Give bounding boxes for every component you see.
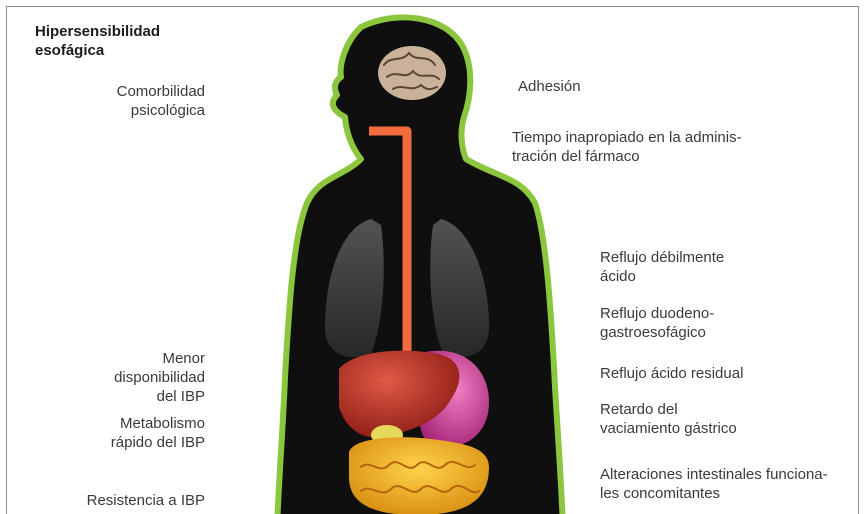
brain (378, 46, 446, 100)
figure-title: Hipersensibilidad esofágica (35, 22, 160, 60)
label-menor-disponibilidad: Menor disponibilidad del IBP (114, 349, 205, 406)
label-alteraciones-intestinales: Alteraciones intestinales funciona- les … (600, 465, 828, 503)
figure-frame: Hipersensibilidad esofágica Comorbilidad… (6, 6, 859, 514)
label-reflujo-acido-residual: Reflujo ácido residual (600, 364, 743, 383)
label-reflujo-debilmente-acido: Reflujo débilmente ácido (600, 248, 724, 286)
intestines (349, 437, 489, 514)
label-resistencia-ibp: Resistencia a IBP (87, 491, 205, 510)
label-retardo-vaciamiento: Retardo del vaciamiento gástrico (600, 400, 737, 438)
label-comorbilidad-psicologica: Comorbilidad psicológica (117, 82, 205, 120)
human-body-illustration (221, 7, 611, 514)
label-reflujo-duodenogastroesofagico: Reflujo duodeno- gastroesofágico (600, 304, 714, 342)
label-metabolismo-rapido: Metabolismo rápido del IBP (111, 414, 205, 452)
